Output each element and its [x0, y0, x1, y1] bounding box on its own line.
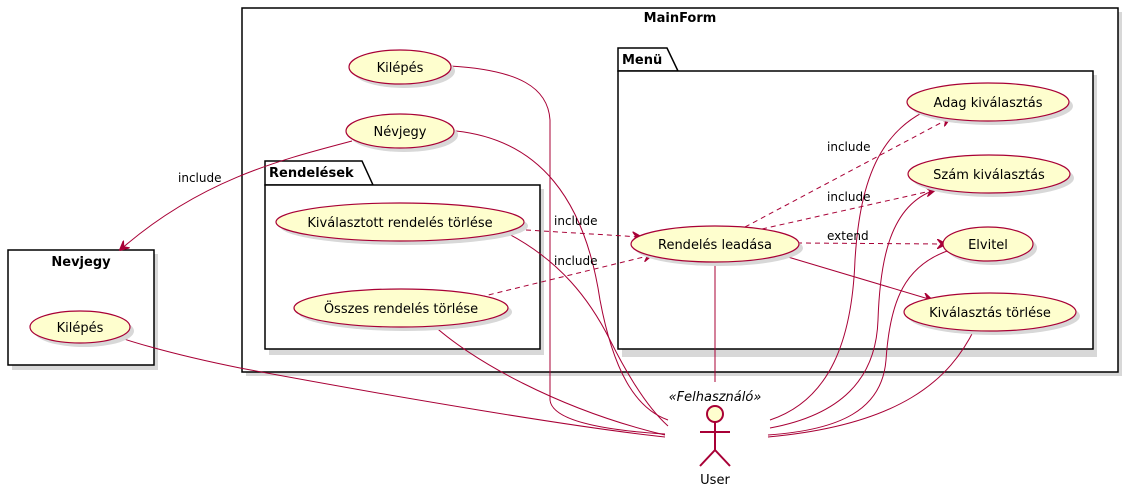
use-case-label: Kiválasztott rendelés törlése	[307, 216, 492, 231]
rendelesek-package-title: Rendelések	[269, 166, 354, 181]
label-nevjegy-include: include	[178, 171, 221, 185]
label-szam-include: include	[827, 190, 870, 204]
use-case-szam-kivalasztas[interactable]: Szám kiválasztás	[907, 154, 1074, 197]
use-case-mainform-kilepes[interactable]: Kilépés	[348, 49, 455, 88]
use-case-nevjegy-kilepes[interactable]: Kilépés	[29, 310, 134, 347]
use-case-adag-kivalasztas[interactable]: Adag kiválasztás	[906, 82, 1073, 125]
label-adag-include: include	[827, 140, 870, 154]
rel-elvitel-extend	[796, 243, 946, 244]
label-elvitel-extend: extend	[827, 229, 869, 243]
rel-osszes-include	[479, 255, 652, 298]
use-case-label: Elvitel	[968, 238, 1008, 253]
label-osszes-include: include	[554, 254, 597, 268]
associations	[83, 65, 976, 438]
nevjegy-container: Nevjegy	[7, 249, 158, 370]
assoc-mainform-kilepes	[449, 65, 666, 435]
label-kivalasztott-include: include	[554, 214, 597, 228]
mainform-title: MainForm	[644, 11, 717, 26]
actor-name: User	[700, 473, 730, 488]
use-case-kivalasztott-torlese[interactable]: Kiválasztott rendelés törlése	[275, 202, 528, 245]
actor-head	[706, 405, 724, 423]
assoc-nevjegy-kilepes	[83, 325, 666, 438]
rel-nevjegy-include	[120, 140, 353, 250]
use-case-elvitel[interactable]: Elvitel	[942, 226, 1037, 265]
use-case-label: Névjegy	[374, 125, 427, 140]
use-case-label: Kiválasztás törlése	[929, 306, 1051, 321]
use-case-mainform-nevjegy[interactable]: Névjegy	[345, 113, 458, 152]
use-case-label: Kilépés	[377, 61, 424, 76]
use-case-kivalasztas-torlese[interactable]: Kiválasztás törlése	[903, 292, 1080, 335]
use-case-label: Összes rendelés törlése	[324, 300, 478, 317]
use-case-label: Kilépés	[57, 321, 104, 336]
assoc-kivalasztas-torlese	[767, 327, 976, 438]
rel-adag-include	[744, 118, 950, 228]
actor-stereotype: «Felhasználó»	[669, 390, 762, 405]
use-case-rendeles-leadasa[interactable]: Rendelés leadása	[630, 225, 803, 266]
assoc-szam-kivalasztas	[769, 189, 936, 429]
nevjegy-title: Nevjegy	[51, 255, 111, 270]
assoc-mainform-nevjegy	[455, 130, 669, 421]
use-case-osszes-torlese[interactable]: Összes rendelés törlése	[293, 288, 512, 331]
actor-body	[699, 422, 731, 467]
use-case-label: Rendelés leadása	[658, 238, 772, 253]
use-case-label: Adag kiválasztás	[933, 96, 1042, 111]
assoc-osszes-torlese	[429, 321, 666, 436]
assoc-leadas-to-torlese	[787, 256, 932, 300]
actor-user[interactable]: «Felhasználó» User	[669, 390, 762, 488]
rel-szam-include	[761, 190, 935, 230]
assoc-adag-kivalasztas	[769, 101, 951, 421]
rel-kivalasztott-include	[525, 229, 641, 237]
assoc-elvitel	[767, 249, 951, 436]
relation-labels: include include include include include …	[178, 140, 870, 268]
dashed-relations	[120, 118, 950, 298]
assoc-kivalasztott-torlese	[504, 231, 669, 427]
menu-package-title: Menü	[622, 53, 662, 68]
use-case-label: Szám kiválasztás	[933, 168, 1045, 183]
